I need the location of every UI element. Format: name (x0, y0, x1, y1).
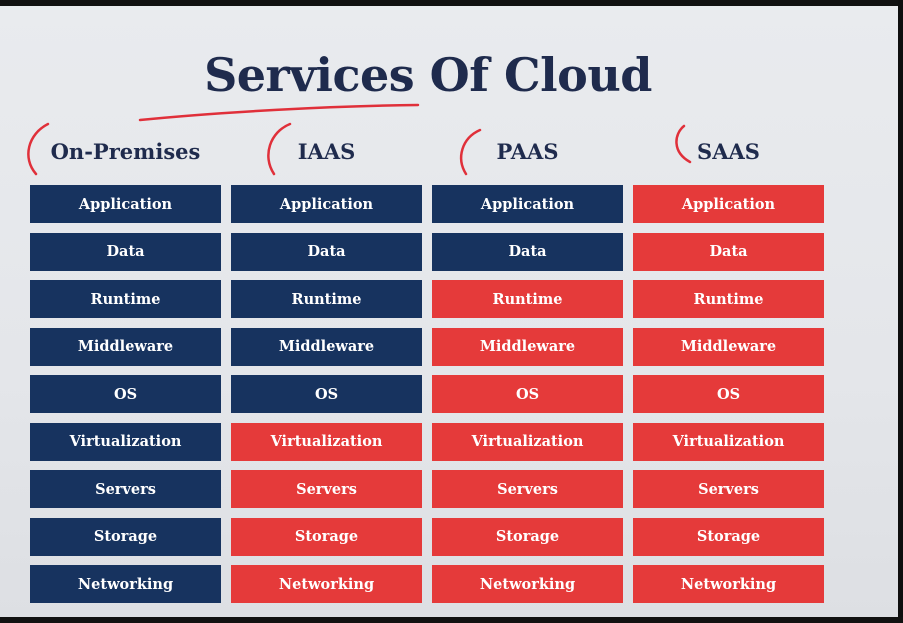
bottom-border (0, 617, 903, 623)
layer-os-cell: OS (633, 375, 824, 413)
header-on-premises: On-Premises (50, 139, 201, 164)
layer-servers-cell: Servers (30, 470, 221, 508)
layer-data-cell: Data (231, 232, 422, 271)
layer-networking-cell: Networking (30, 565, 221, 603)
layer-storage-cell: Storage (432, 517, 623, 556)
layer-middleware-cell: Middleware (30, 327, 221, 366)
right-border (898, 0, 903, 623)
layer-application-cell: Application (633, 185, 824, 223)
layer-data-cell: Data (633, 232, 824, 271)
layer-os-cell: OS (432, 375, 623, 413)
layer-runtime-cell: Runtime (30, 280, 221, 318)
slide: Services Of Cloud On-Premises IAAS PAAS … (0, 6, 898, 617)
layer-os-cell: OS (30, 375, 221, 413)
header-paas: PAAS (496, 139, 559, 164)
layer-servers-cell: Servers (633, 470, 824, 508)
layer-storage-cell: Storage (30, 517, 221, 556)
layer-servers-cell: Servers (231, 470, 422, 508)
layer-storage-cell: Storage (633, 517, 824, 556)
slide-title: Services Of Cloud (204, 48, 652, 102)
layer-application-cell: Application (30, 185, 221, 223)
header-iaas: IAAS (297, 139, 356, 164)
title-underline-stroke (138, 103, 420, 122)
layer-middleware-cell: Middleware (432, 327, 623, 366)
layer-servers-cell: Servers (432, 470, 623, 508)
layer-application-cell: Application (231, 185, 422, 223)
layer-virtualization-cell: Virtualization (633, 422, 824, 461)
header-saas: SAAS (697, 139, 760, 164)
layer-middleware-cell: Middleware (633, 327, 824, 366)
layer-middleware-cell: Middleware (231, 327, 422, 366)
layer-os-cell: OS (231, 375, 422, 413)
layer-networking-cell: Networking (231, 565, 422, 603)
layer-runtime-cell: Runtime (231, 280, 422, 318)
layer-runtime-cell: Runtime (633, 280, 824, 318)
layer-runtime-cell: Runtime (432, 280, 623, 318)
layer-networking-cell: Networking (633, 565, 824, 603)
layer-virtualization-cell: Virtualization (432, 422, 623, 461)
layer-storage-cell: Storage (231, 517, 422, 556)
top-border (0, 0, 903, 6)
layer-virtualization-cell: Virtualization (231, 422, 422, 461)
layer-data-cell: Data (30, 232, 221, 271)
layer-application-cell: Application (432, 185, 623, 223)
layer-virtualization-cell: Virtualization (30, 422, 221, 461)
layer-data-cell: Data (432, 232, 623, 271)
layer-networking-cell: Networking (432, 565, 623, 603)
